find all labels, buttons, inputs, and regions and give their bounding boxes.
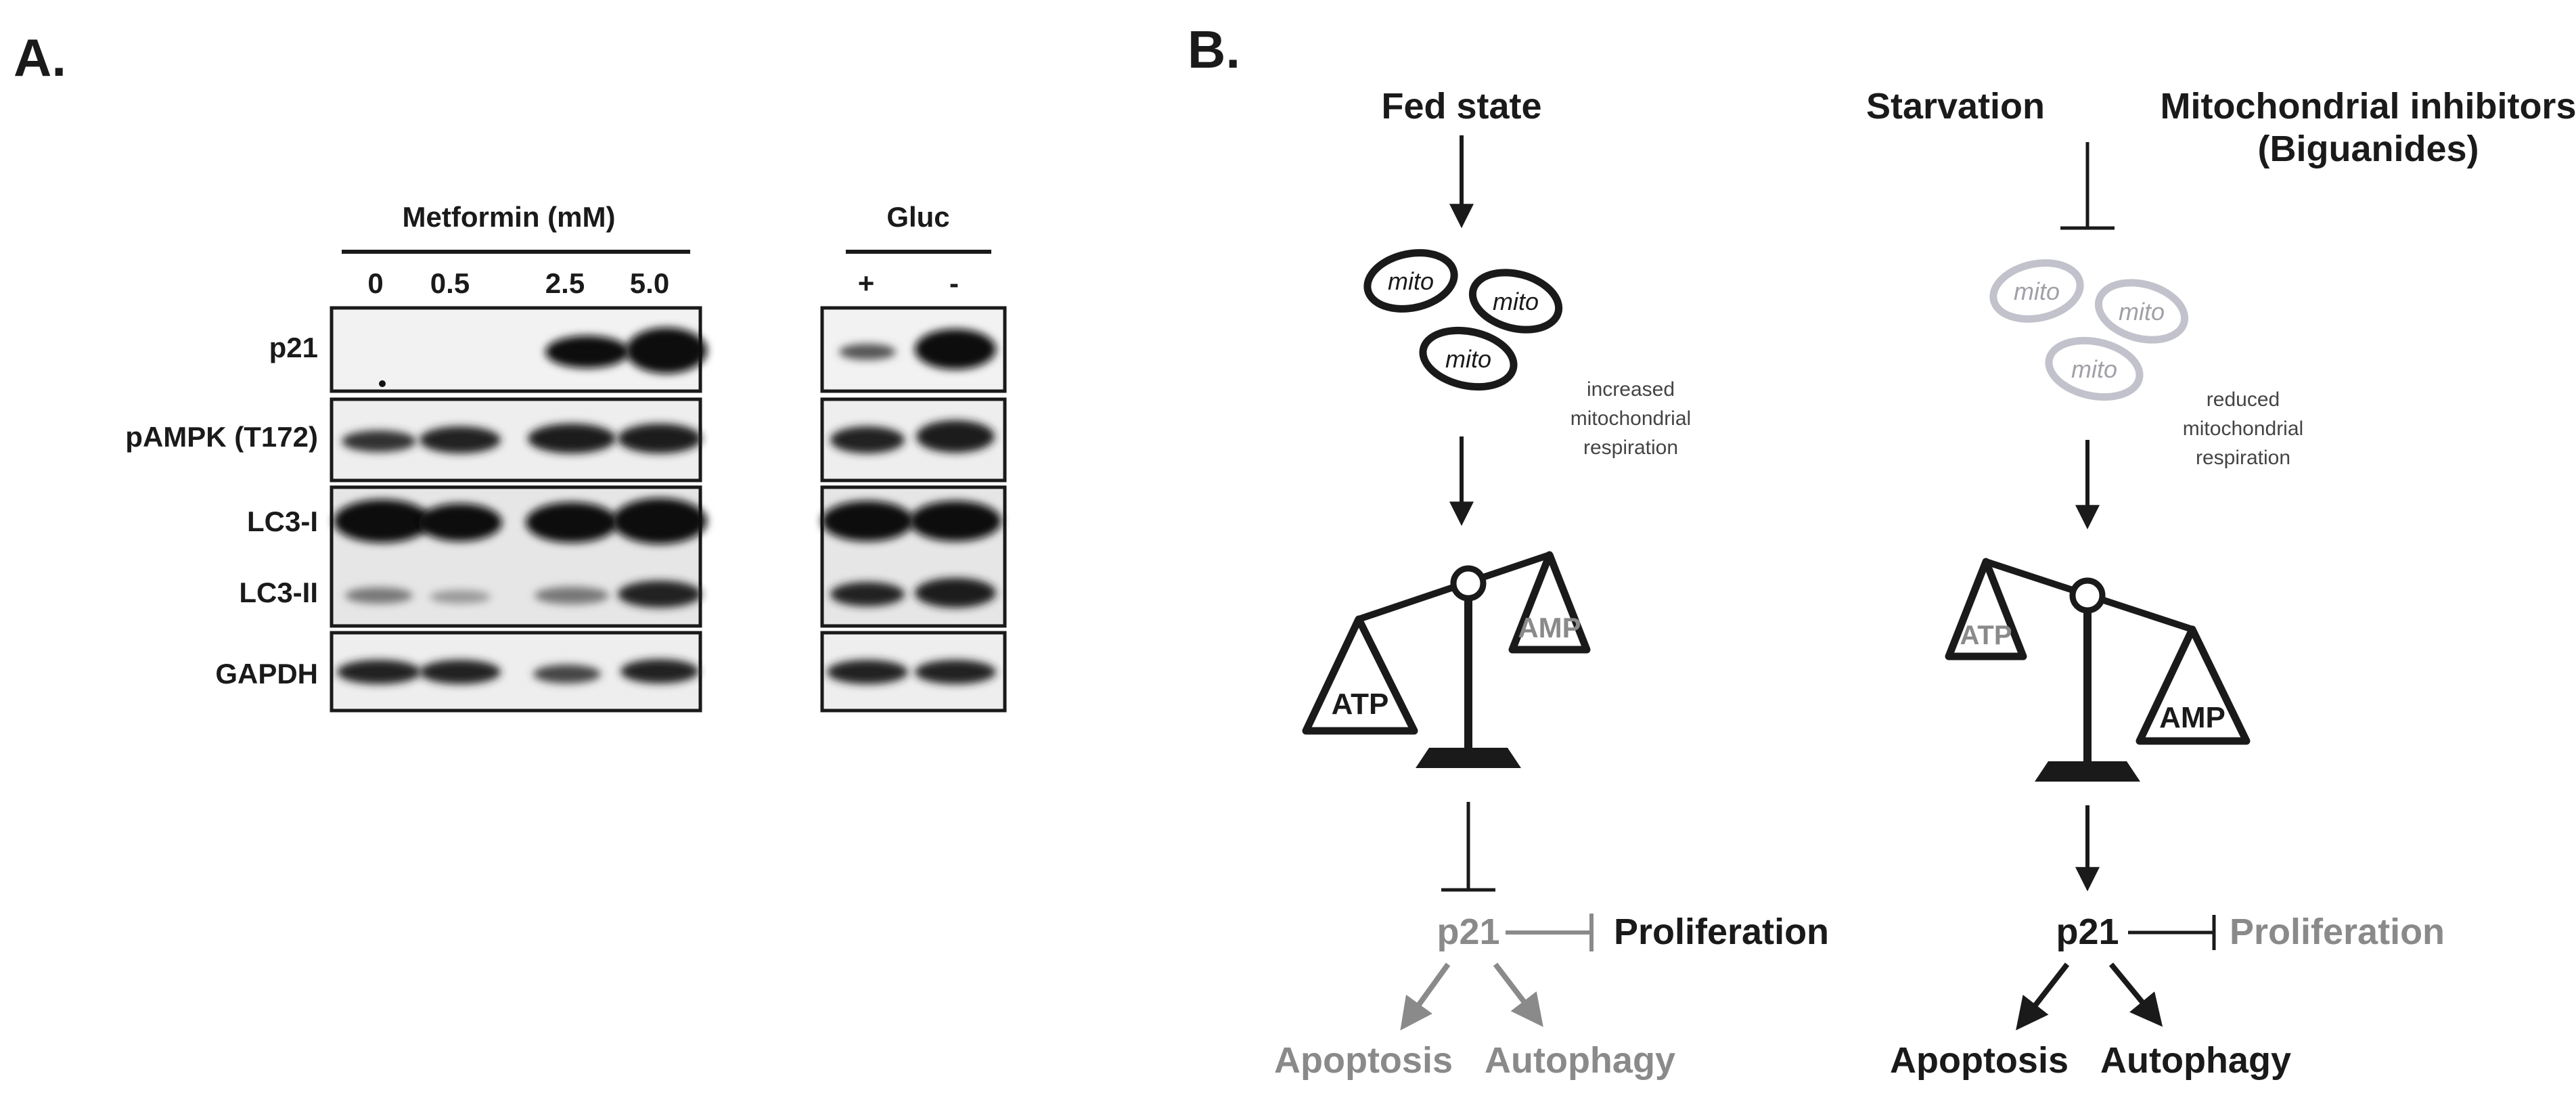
mito-shape	[1468, 269, 1563, 334]
row-label-gapdh: GAPDH	[215, 658, 318, 690]
band	[430, 590, 491, 604]
amp-label-fed: AMP	[1518, 612, 1581, 644]
mito-group-active: mito mito mito	[1363, 249, 1563, 391]
band	[830, 426, 905, 453]
arrow-autophagy-fed	[1493, 962, 1543, 1027]
band	[821, 501, 913, 541]
dose-2-5: 2.5	[545, 267, 585, 299]
panel-a-label: A.	[14, 28, 66, 87]
mito-group-faded: mito mito mito	[1989, 259, 2189, 401]
gluc-plus: +	[858, 267, 875, 299]
mito-label: mito	[2071, 355, 2117, 383]
atp-pan	[1302, 615, 1418, 735]
dose-0: 0	[367, 267, 383, 299]
band	[528, 424, 616, 453]
amp-label-starved: AMP	[2159, 701, 2225, 734]
band	[827, 660, 908, 684]
respiration-note-line2: mitochondrial	[2183, 418, 2303, 440]
mito-shape	[1989, 259, 2084, 323]
mito-shape	[1363, 249, 1458, 313]
respiration-note-line1: reduced	[2207, 388, 2280, 411]
band	[420, 660, 501, 684]
mito-shape	[2045, 336, 2144, 401]
starvation-title: Starvation	[1866, 86, 2045, 127]
respiration-note-line2: mitochondrial	[1571, 407, 1691, 430]
balance-base	[1416, 748, 1521, 768]
band	[337, 660, 421, 684]
balance-pivot	[2069, 577, 2106, 614]
band	[545, 336, 629, 368]
dose-0-5: 0.5	[430, 267, 470, 299]
inhibitors-subtitle: (Biguanides)	[2257, 129, 2479, 169]
dose-5-0: 5.0	[630, 267, 669, 299]
band	[533, 665, 601, 683]
balance-pivot	[1450, 565, 1487, 602]
metformin-blot	[330, 306, 707, 713]
atp-pan	[1945, 558, 2027, 660]
row-label-lc3-i: LC3-I	[247, 505, 318, 537]
apoptosis-fed: Apoptosis	[1274, 1040, 1453, 1081]
amp-pan	[2136, 625, 2251, 745]
mito-label: mito	[1493, 288, 1539, 315]
mito-shape	[1419, 326, 1518, 391]
band	[618, 424, 702, 453]
band	[620, 659, 699, 683]
p21-fed: p21	[1437, 912, 1499, 952]
respiration-note-line1: increased	[1587, 378, 1675, 401]
p21-starved: p21	[2056, 912, 2119, 952]
mito-label: mito	[1445, 345, 1491, 373]
atp-label-starved: ATP	[1960, 621, 2012, 650]
respiration-note-line3: respiration	[2196, 447, 2290, 469]
proliferation-starved: Proliferation	[2230, 912, 2445, 952]
band	[379, 380, 386, 387]
band	[915, 578, 996, 608]
panel-b-label: B.	[1188, 20, 1240, 79]
arrow-apoptosis-starved	[2016, 962, 2070, 1031]
band	[839, 344, 896, 360]
mito-label: mito	[2014, 277, 2060, 305]
band	[909, 501, 1001, 541]
band	[420, 426, 501, 453]
row-label-p21: p21	[269, 332, 318, 363]
gluc-minus: -	[949, 267, 959, 299]
proliferation-fed: Proliferation	[1614, 912, 1829, 952]
respiration-note-line3: respiration	[1583, 436, 1678, 459]
band	[626, 328, 707, 374]
band	[916, 420, 995, 453]
band	[830, 582, 905, 606]
inhibitors-title: Mitochondrial inhibitors	[2161, 86, 2576, 127]
mito-label: mito	[1388, 267, 1434, 295]
gluc-blot	[820, 306, 1007, 713]
arrow-autophagy-starved	[2108, 962, 2163, 1027]
amp-pan	[1508, 551, 1591, 654]
gluc-header: Gluc	[886, 201, 949, 233]
band	[612, 498, 707, 544]
arrow-apoptosis-fed	[1400, 962, 1451, 1031]
autophagy-fed: Autophagy	[1485, 1040, 1675, 1081]
mito-shape	[2094, 279, 2189, 344]
autophagy-starved: Autophagy	[2100, 1040, 2291, 1081]
band	[342, 430, 416, 452]
band	[915, 660, 996, 684]
band	[345, 587, 413, 604]
band	[334, 499, 431, 543]
balance-scale-starved: ATP AMP	[1945, 558, 2251, 782]
band	[418, 503, 502, 541]
band	[618, 581, 702, 608]
band	[526, 502, 618, 543]
fed-state-title: Fed state	[1381, 86, 1541, 127]
metformin-header: Metformin (mM)	[403, 201, 616, 233]
balance-scale-fed: ATP AMP	[1302, 551, 1591, 768]
row-label-pampk: pAMPK (T172)	[125, 421, 318, 453]
band	[915, 329, 996, 369]
atp-label-fed: ATP	[1332, 688, 1389, 721]
band	[535, 587, 609, 604]
row-label-lc3-ii: LC3-II	[239, 577, 318, 608]
balance-base	[2035, 761, 2140, 782]
mito-label: mito	[2119, 298, 2165, 325]
apoptosis-starved: Apoptosis	[1890, 1040, 2069, 1081]
